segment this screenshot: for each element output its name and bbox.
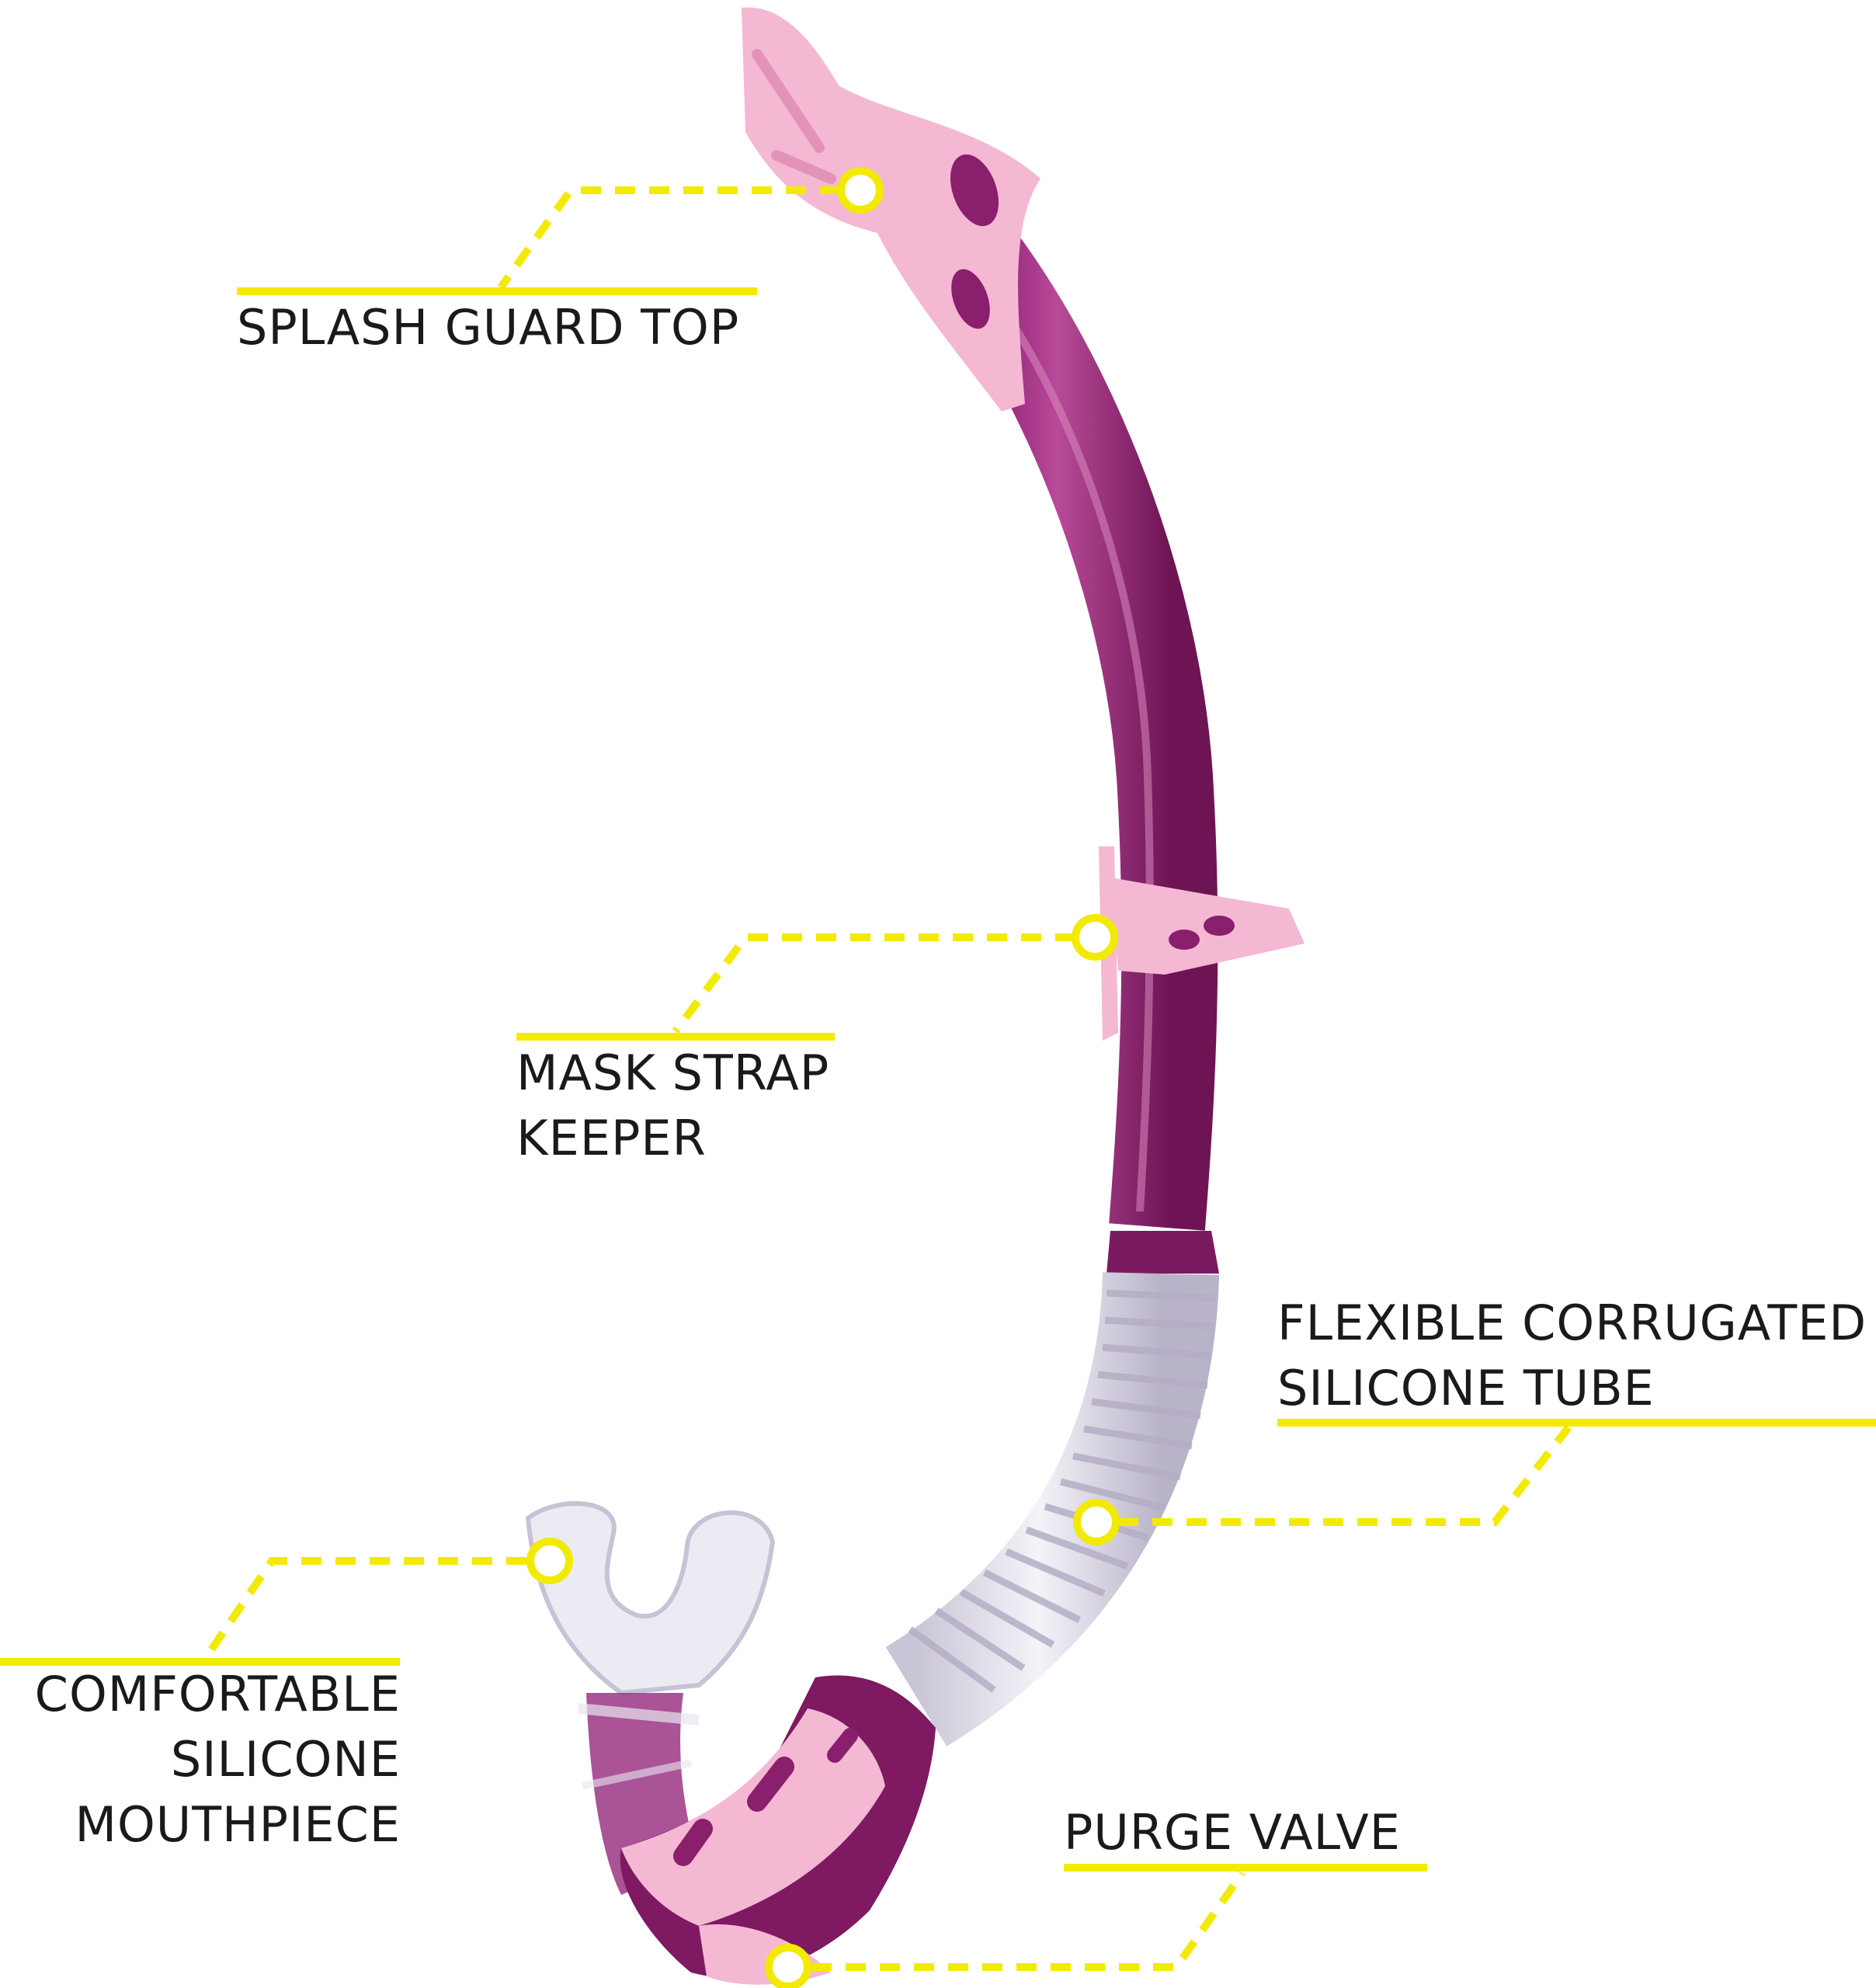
label-line: MOUTHPIECE — [75, 1796, 401, 1853]
splash-guard — [742, 7, 1040, 412]
marker-mask-strap-keeper — [1072, 914, 1118, 961]
label-purge-valve: PURGE VALVE — [1064, 1800, 1401, 1865]
label-line: SILICONE — [170, 1731, 401, 1788]
leader-splash-guard-top — [497, 186, 840, 290]
label-mask-strap-keeper: MASK STRAP KEEPER — [516, 1041, 829, 1171]
marker-mouthpiece — [526, 1538, 573, 1584]
label-splash-guard-top: SPLASH GUARD TOP — [237, 295, 739, 360]
leader-purge-valve — [811, 1871, 1246, 1971]
label-line: SPLASH GUARD TOP — [237, 299, 740, 356]
callout-markers — [526, 167, 1120, 1988]
label-flexible-corrugated-silicone-tube: FLEXIBLE CORRUGATED SILICONE TUBE — [1277, 1291, 1867, 1421]
label-line: COMFORTABLE — [34, 1666, 401, 1722]
callout-leaders — [202, 186, 1572, 1971]
leader-mouthpiece — [202, 1557, 526, 1660]
label-line: PURGE VALVE — [1064, 1804, 1401, 1861]
label-line: KEEPER — [516, 1110, 707, 1166]
marker-purge-valve — [765, 1944, 811, 1988]
marker-splash-guard-top — [837, 167, 884, 214]
callout-underlines — [0, 287, 1876, 1872]
marker-flexible-tube — [1073, 1499, 1120, 1545]
label-line: FLEXIBLE CORRUGATED — [1277, 1295, 1867, 1351]
corrugation-ribs — [908, 1289, 1216, 1693]
tube-highlight — [940, 230, 1154, 1212]
tube-collar — [1106, 1231, 1219, 1274]
label-line: MASK STRAP — [516, 1044, 830, 1101]
purge-valve-housing — [620, 1675, 936, 1985]
leader-mask-strap-keeper — [672, 933, 1075, 1034]
leader-flexible-tube — [1118, 1424, 1572, 1526]
label-comfortable-silicone-mouthpiece: COMFORTABLE SILICONE MOUTHPIECE — [35, 1662, 401, 1858]
label-line: SILICONE TUBE — [1277, 1360, 1655, 1416]
